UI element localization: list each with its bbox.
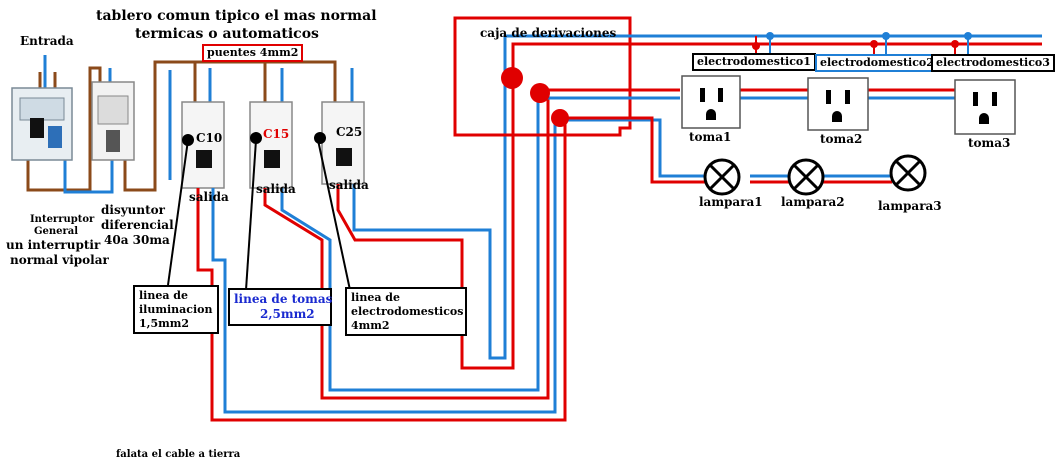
footer-note: falata el cable a tierra	[116, 449, 241, 460]
title-line1: tablero comun tipico el mas normal	[96, 8, 377, 24]
breaker-c25-label: C25	[336, 125, 363, 139]
appliance-dots	[752, 32, 972, 50]
differential-switch	[91, 81, 135, 161]
entrada-label: Entrada	[20, 34, 74, 48]
lampara3-label: lampara3	[878, 199, 942, 213]
disyuntor-line1: disyuntor	[101, 203, 165, 217]
trunk-wires-red	[511, 42, 1042, 184]
interruptor-line2: General	[34, 226, 79, 237]
breaker-c15-label: C15	[263, 127, 290, 141]
junction-dots	[501, 67, 569, 127]
lamp-lampara1	[703, 158, 741, 196]
disyuntor-line3: 40a 30ma	[104, 233, 170, 247]
outlet-toma1	[681, 75, 741, 129]
electrodomesticos-line-box: linea de electrodomesticos 4mm2	[345, 287, 467, 337]
toma2-label: toma2	[820, 132, 863, 146]
bridge-wires	[26, 60, 337, 192]
wiring-diagram: tablero comun tipico el mas normal termi…	[6, 8, 1055, 460]
wiring-svg	[11, 16, 1042, 422]
tomas-line-box: linea de tomas 2,5mm2	[228, 288, 332, 326]
electrodomestico3-label: electrodomestico3	[931, 54, 1055, 72]
lampara1-label: lampara1	[699, 195, 763, 209]
lampara2-label: lampara2	[781, 195, 845, 209]
breaker-c10-output: salida	[189, 190, 229, 204]
electrodomestico2-label: electrodomestico2	[815, 54, 939, 72]
outlet-toma3	[954, 79, 1016, 135]
breaker-c15-output: salida	[256, 182, 296, 196]
junction-box-outline	[453, 16, 632, 137]
junction-box-label: caja de derivaciones	[480, 26, 617, 40]
iluminacion-line-box: linea de iluminacion 1,5mm2	[133, 285, 219, 335]
pointer-leaders	[167, 139, 351, 291]
interruptor-line3: un interruptir	[6, 238, 101, 252]
disyuntor-line2: diferencial	[101, 218, 174, 232]
interruptor-line4: normal vipolar	[10, 253, 109, 267]
breaker-c10-label: C10	[196, 131, 223, 145]
toma3-label: toma3	[968, 136, 1011, 150]
interruptor-line1: Interruptor	[30, 214, 95, 225]
breaker-c15	[249, 101, 293, 189]
electrodomestico1-label: electrodomestico1	[692, 53, 816, 71]
entry-wires	[43, 55, 354, 194]
breaker-c25	[321, 101, 365, 185]
breaker-c25-output: salida	[329, 178, 369, 192]
main-switch	[11, 87, 73, 161]
toma1-label: toma1	[689, 130, 732, 144]
outlet-toma2	[807, 77, 869, 131]
puentes-label: puentes 4mm2	[202, 44, 304, 62]
lamp-lampara3	[889, 154, 927, 192]
pointer-dots	[182, 132, 326, 146]
trunk-wires-blue	[503, 34, 1042, 178]
title-line2: termicas o automaticos	[135, 26, 319, 42]
lamp-lampara2	[787, 158, 825, 196]
